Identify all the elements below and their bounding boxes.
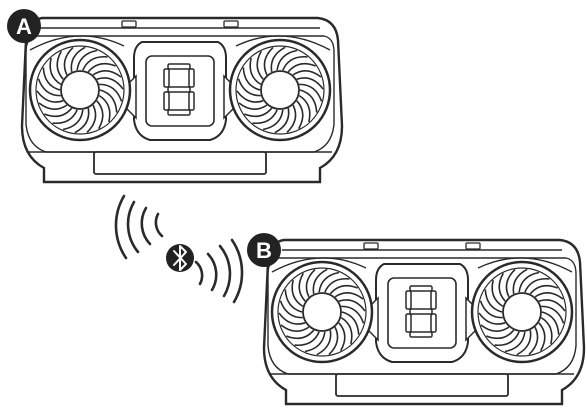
badge-b-label: B xyxy=(256,238,272,263)
bluetooth-icon xyxy=(166,244,194,272)
wireless-waves-icon xyxy=(194,238,244,304)
badge-a-label: A xyxy=(16,14,32,39)
badge-a: A xyxy=(7,9,41,43)
wireless-waves-icon xyxy=(114,194,164,260)
speaker-a xyxy=(22,18,342,182)
speaker-b xyxy=(264,240,584,404)
badge-b: B xyxy=(247,233,281,267)
